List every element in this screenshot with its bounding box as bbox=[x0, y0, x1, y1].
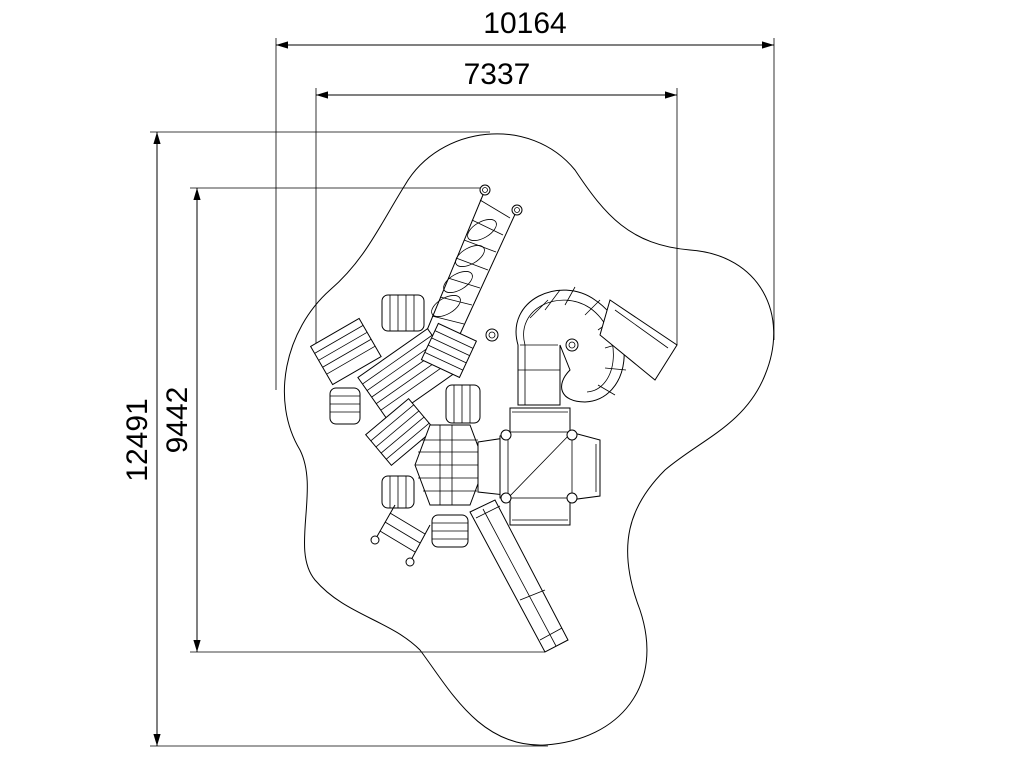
platform-cluster bbox=[309, 294, 506, 548]
structure-length-label: 9442 bbox=[161, 387, 194, 454]
dimension-overall-width: 10164 bbox=[275, 7, 775, 390]
main-tower bbox=[499, 407, 601, 526]
dimension-structure-width: 7337 bbox=[315, 58, 678, 345]
safety-zone-outline bbox=[283, 133, 775, 746]
dimension-overall-length: 12491 bbox=[121, 131, 548, 747]
straight-slide bbox=[469, 499, 569, 653]
climbing-ladder bbox=[424, 184, 523, 346]
small-ladder bbox=[370, 504, 431, 567]
structure-width-label: 7337 bbox=[464, 58, 531, 91]
dimension-structure-length: 9442 bbox=[161, 187, 545, 653]
overall-width-label: 10164 bbox=[483, 7, 566, 40]
tube-slide bbox=[485, 286, 678, 406]
overall-length-label: 12491 bbox=[121, 398, 154, 481]
